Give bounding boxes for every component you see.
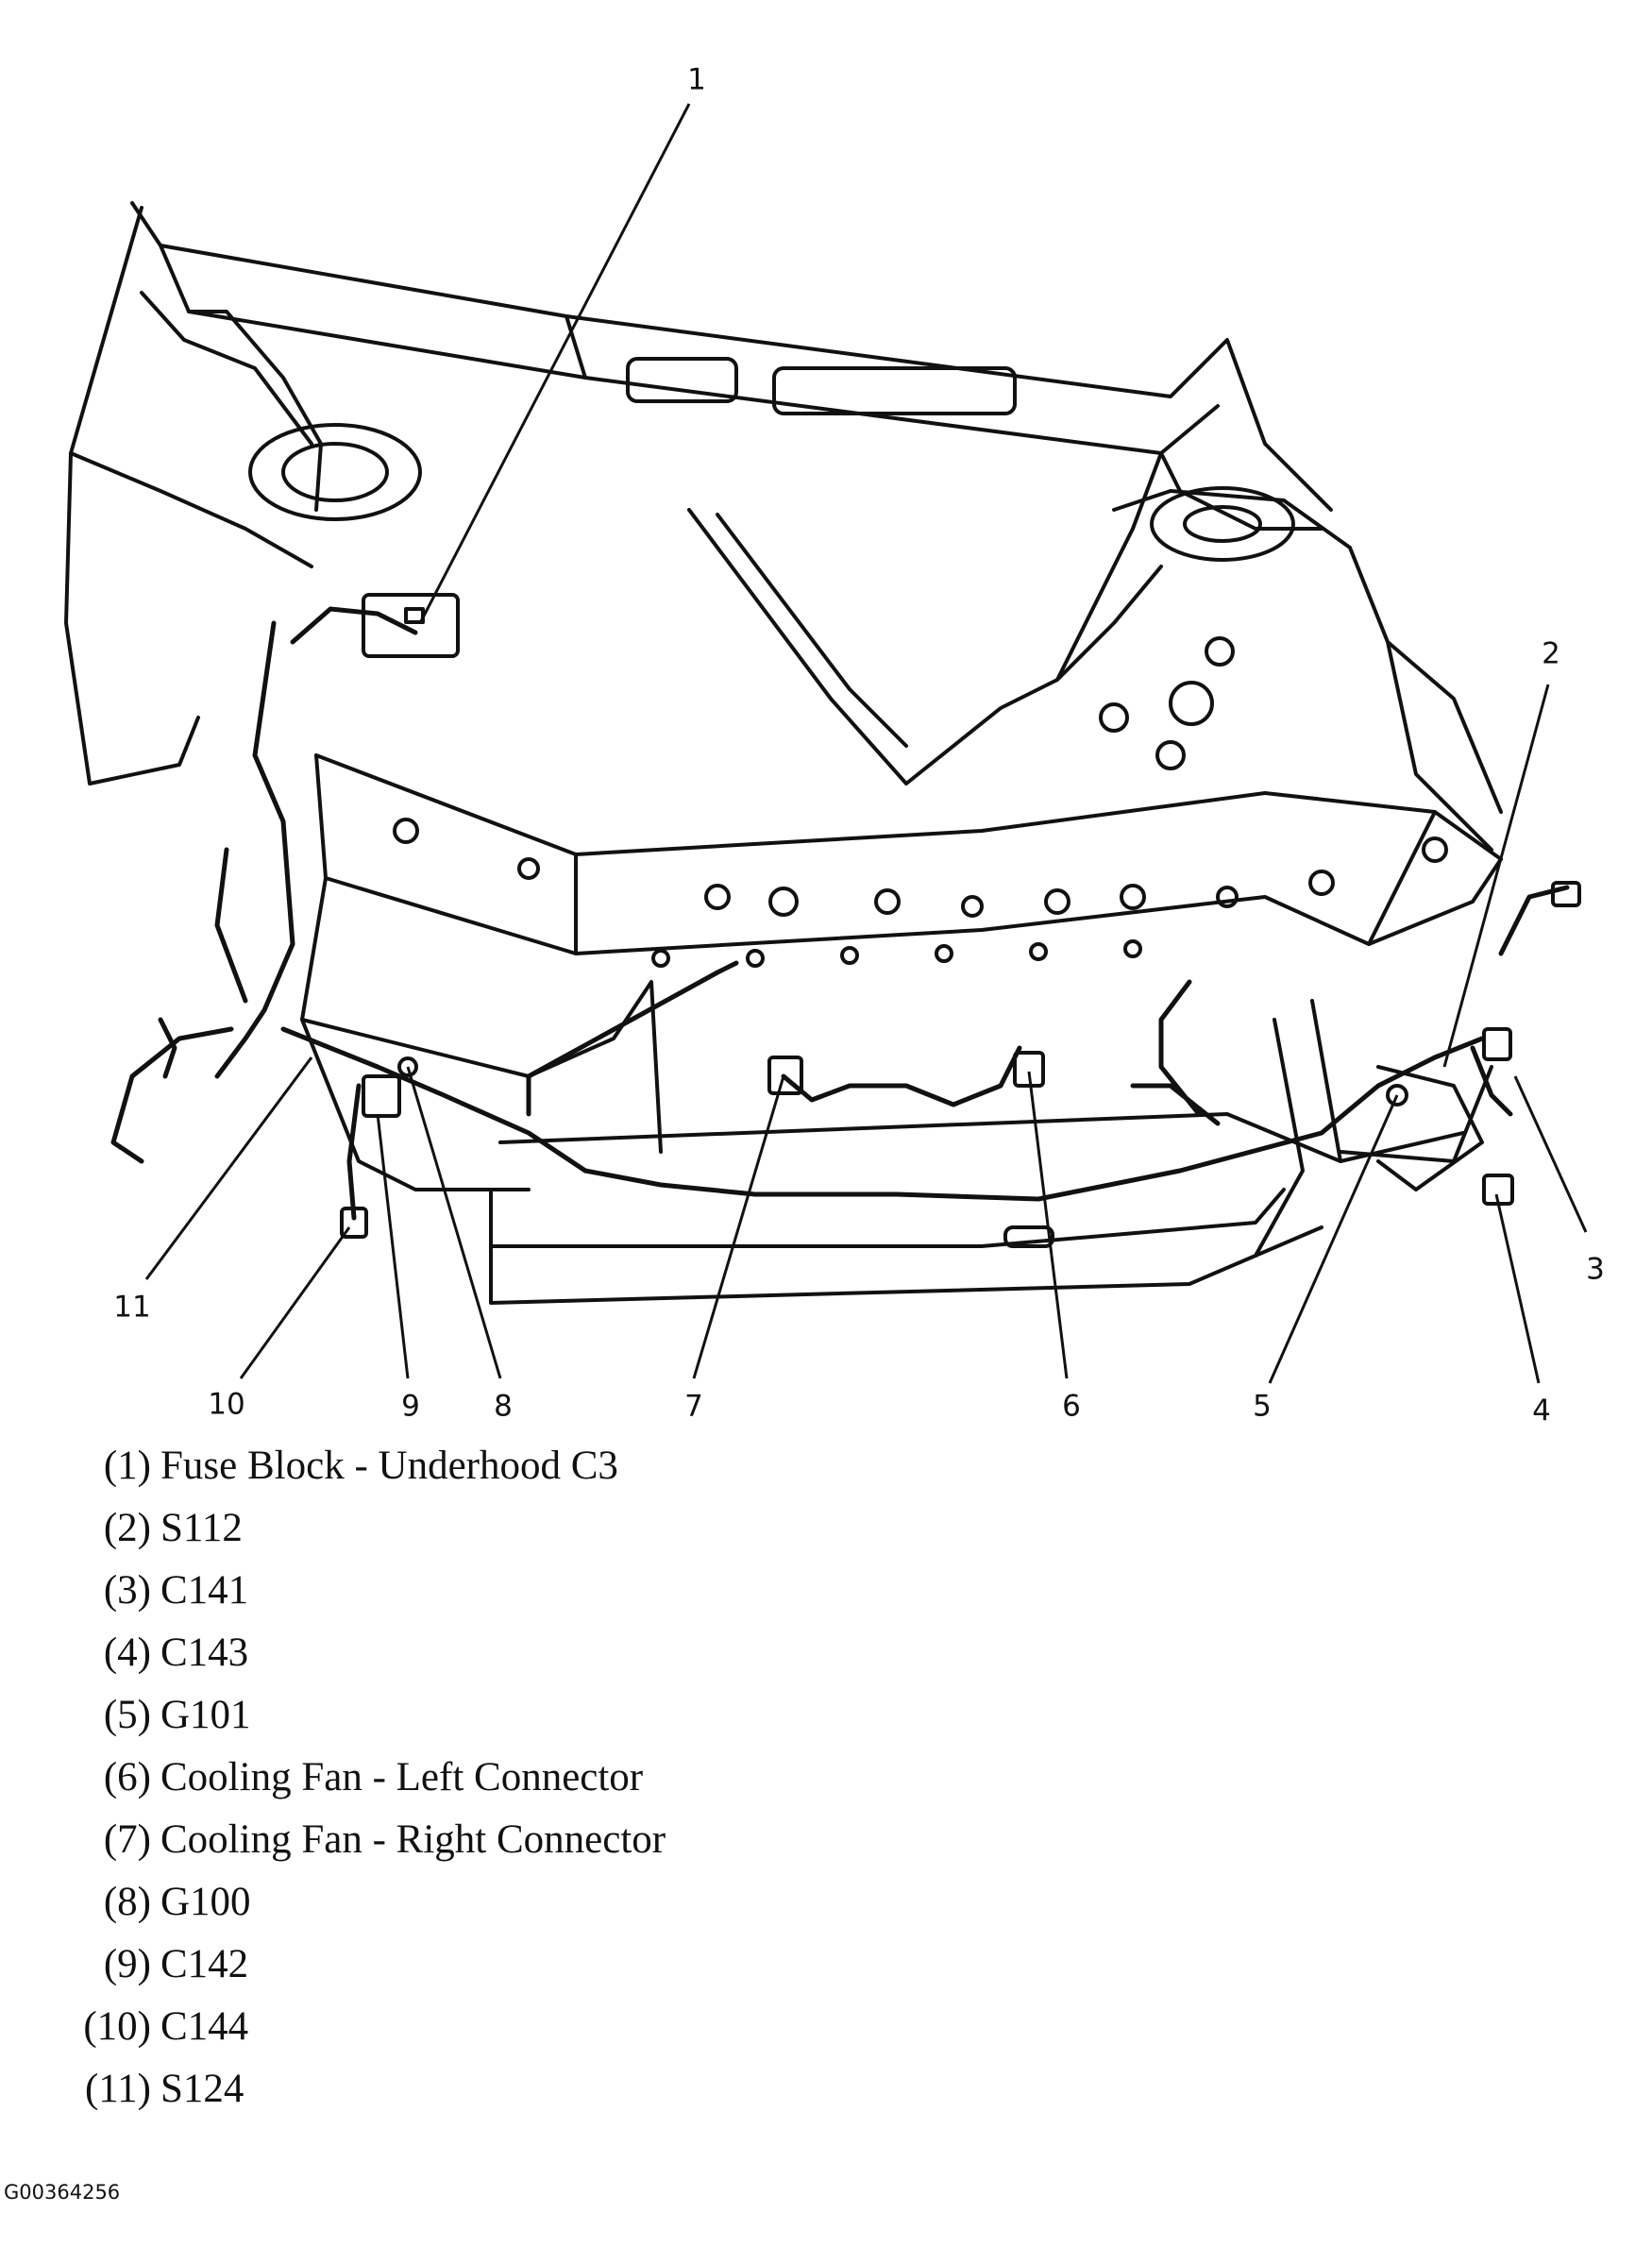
legend-text: Cooling Fan - Left Connector — [160, 1755, 644, 1799]
legend-item: (9)C142 — [57, 1934, 666, 1996]
legend-text: S112 — [160, 1506, 243, 1550]
callout-7: 7 — [684, 1389, 703, 1424]
legend-item: (10)C144 — [57, 1996, 666, 2058]
connector-c141-right-side[interactable] — [1551, 881, 1581, 907]
legend-item: (11)S124 — [57, 2058, 666, 2120]
leader-line-7 — [692, 1075, 785, 1379]
legend-item: (3)C141 — [57, 1560, 666, 1622]
connector-fuse-block-c3[interactable] — [362, 593, 460, 658]
leader-line-8 — [406, 1066, 502, 1379]
legend-text: C142 — [160, 1942, 249, 1986]
legend-text: C143 — [160, 1630, 249, 1675]
leader-line-2 — [1442, 684, 1550, 1068]
connector-c141[interactable] — [1482, 1027, 1512, 1061]
legend-number: (3) — [103, 1568, 151, 1613]
legend-item: (7)Cooling Fan - Right Connector — [57, 1809, 666, 1871]
legend-text: S124 — [160, 2067, 244, 2111]
legend-text: Fuse Block - Underhood C3 — [160, 1444, 618, 1488]
lower-radiator-support — [300, 876, 1493, 1305]
legend-number: (2) — [103, 1506, 151, 1550]
legend-number: (9) — [103, 1942, 151, 1986]
leader-line-1 — [418, 103, 691, 624]
leader-line-5 — [1268, 1094, 1399, 1384]
legend-text: C141 — [160, 1568, 249, 1613]
leader-line-11 — [144, 1056, 313, 1280]
callout-4: 4 — [1532, 1394, 1551, 1428]
component-legend: (1)Fuse Block - Underhood C3 (2)S112 (3)… — [57, 1435, 666, 2120]
ground-g101[interactable] — [1386, 1084, 1408, 1107]
legend-text: G100 — [160, 1880, 251, 1924]
legend-number: (6) — [103, 1755, 151, 1799]
ground-g100[interactable] — [397, 1056, 418, 1077]
legend-text: G101 — [160, 1693, 251, 1737]
upper-cowl — [130, 201, 1333, 531]
callout-2: 2 — [1542, 636, 1560, 671]
callout-6: 6 — [1062, 1389, 1081, 1424]
legend-number: (5) — [103, 1693, 151, 1737]
leader-line-9 — [376, 1113, 410, 1379]
legend-item: (5)G101 — [57, 1684, 666, 1747]
legend-item: (8)G100 — [57, 1871, 666, 1934]
connector-c144[interactable] — [340, 1207, 368, 1239]
connector-c142[interactable] — [362, 1074, 401, 1118]
engine-bay-floor — [687, 508, 1235, 786]
legend-number: (7) — [103, 1817, 151, 1862]
left-fender-apron — [64, 206, 422, 786]
legend-text: Cooling Fan - Right Connector — [160, 1817, 666, 1862]
leader-line-10 — [239, 1226, 351, 1379]
callout-11: 11 — [113, 1290, 151, 1325]
wiring-harness[interactable] — [110, 606, 1570, 1221]
leader-line-6 — [1027, 1071, 1069, 1379]
leader-line-3 — [1513, 1075, 1588, 1233]
callout-10: 10 — [208, 1387, 245, 1422]
legend-number: (11) — [84, 2067, 151, 2111]
legend-item: (4)C143 — [57, 1622, 666, 1684]
right-strut-tower — [1055, 451, 1503, 852]
connector-cooling-fan-left[interactable] — [1013, 1051, 1045, 1088]
legend-item: (6)Cooling Fan - Left Connector — [57, 1747, 666, 1809]
connector-cooling-fan-right[interactable] — [767, 1056, 803, 1095]
legend-text: C144 — [160, 2004, 249, 2049]
callout-1: 1 — [687, 62, 706, 97]
callout-9: 9 — [401, 1389, 420, 1424]
legend-item: (2)S112 — [57, 1497, 666, 1560]
legend-number: (10) — [83, 2004, 151, 2049]
legend-number: (8) — [103, 1880, 151, 1924]
callout-3: 3 — [1586, 1252, 1605, 1287]
leader-line-4 — [1494, 1193, 1541, 1384]
legend-number: (1) — [103, 1444, 151, 1488]
legend-number: (4) — [103, 1630, 151, 1675]
callout-8: 8 — [494, 1389, 513, 1424]
figure-id: G00364256 — [4, 2181, 121, 2204]
upper-tie-bar — [314, 753, 1503, 968]
callout-5: 5 — [1253, 1389, 1272, 1424]
legend-item: (1)Fuse Block - Underhood C3 — [57, 1435, 666, 1497]
